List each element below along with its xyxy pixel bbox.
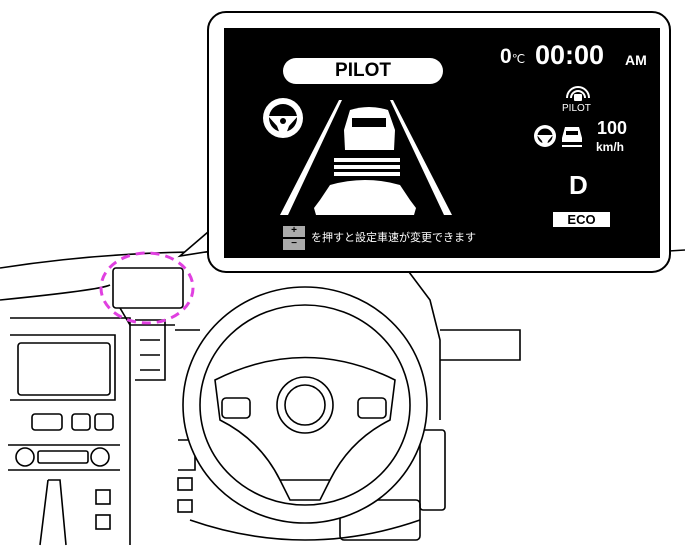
gear-indicator: D (569, 170, 588, 200)
minus-label: − (291, 238, 297, 249)
distance-bar (334, 158, 400, 162)
hint-text: を押すと設定車速が変更できます (311, 231, 476, 244)
pilot-banner (283, 58, 443, 84)
ego-car-icon (314, 180, 416, 215)
display-mount (119, 307, 175, 326)
speed-unit: km/h (596, 140, 625, 154)
display-unit (112, 267, 184, 309)
temperature: 0℃ (500, 46, 525, 67)
plus-label: + (291, 225, 297, 236)
small-car-icon (562, 127, 582, 147)
small-steering-icon (534, 125, 556, 147)
steering-wheel (182, 286, 428, 541)
temperature-unit: ℃ (511, 52, 526, 66)
distance-bar (334, 165, 400, 169)
plus-minus-icon (283, 226, 305, 250)
eco-badge (553, 212, 610, 227)
lead-car-icon (344, 107, 395, 150)
pilot-status-icon (566, 86, 590, 101)
dashboard-lines (0, 249, 685, 546)
distance-bar (334, 172, 400, 176)
highlight-ellipse (99, 251, 195, 325)
steering-icon (263, 98, 303, 138)
pilot-status-label: PILOT (562, 103, 591, 114)
pilot-banner-label: PILOT (335, 60, 391, 81)
lane-right (390, 100, 452, 215)
set-speed: 100 (597, 118, 628, 138)
temperature-value: 0 (500, 45, 512, 68)
clock: 00:00 (535, 40, 605, 70)
clock-ampm: AM (625, 52, 647, 68)
lane-left (280, 100, 342, 215)
eco-label: ECO (567, 212, 596, 227)
